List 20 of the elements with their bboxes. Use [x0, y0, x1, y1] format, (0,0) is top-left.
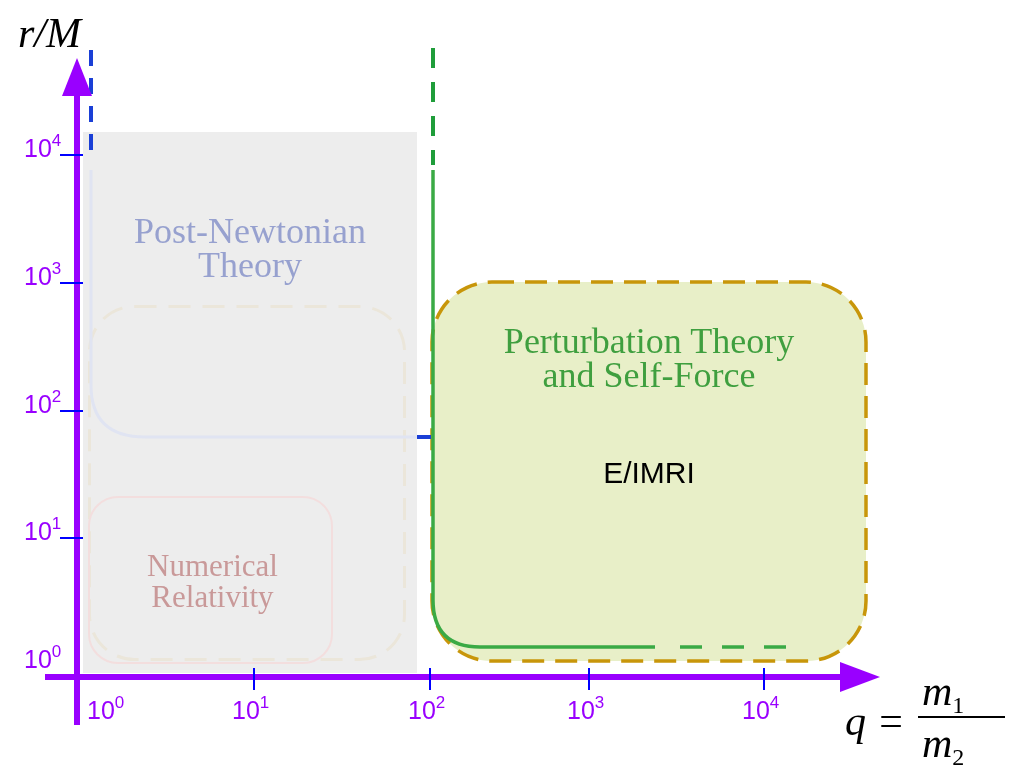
dashed-region-box: [430, 280, 868, 663]
region-label: E/IMRI: [602, 456, 696, 490]
tick-label: 10$^{4}$: [742, 698, 780, 723]
tick-label: 10$^{2}$: [24, 392, 62, 417]
tick-label: 10$^{1}$: [24, 519, 62, 544]
tick-label: 10$^{4}$: [24, 136, 62, 161]
faded-dashed-region: [88, 305, 406, 661]
faded-region-panel: [83, 132, 417, 673]
tick-label: 10$^{0}$: [24, 647, 62, 672]
tick-label: 10$^{3}$: [24, 264, 62, 289]
formula-numerator: m$_{1}$: [922, 670, 965, 712]
region-title: Perturbation Theory and Self-Force: [502, 324, 796, 392]
tick-label: 10$^{2}$: [408, 698, 446, 723]
tick-label: 10$^{1}$: [232, 698, 270, 723]
tick-label: 10$^{3}$: [567, 698, 605, 723]
axis-title: q =: [845, 700, 905, 742]
region-title: Numerical Relativity: [146, 550, 279, 612]
formula-denominator: m$_{2}$: [922, 722, 965, 764]
axis-title: r/M: [18, 12, 81, 54]
tick-label: 10$^{0}$: [87, 698, 125, 723]
